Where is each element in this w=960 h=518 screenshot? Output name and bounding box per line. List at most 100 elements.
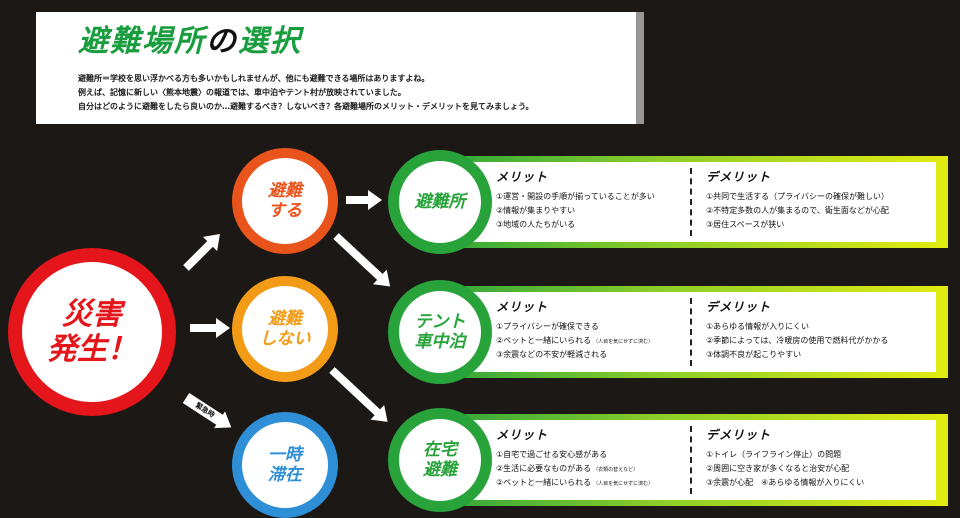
item-text: ②情報が集まりやすい xyxy=(496,206,576,215)
label-line: 発生！ xyxy=(47,332,137,367)
demerit-list: ①トイレ（ライフライン停止）の問題 ②周囲に空き家が多くなると治安が心配 ③余震… xyxy=(706,448,926,490)
label-line: 避難所 xyxy=(414,191,466,212)
demerit-list: ①共同で生活する（プライバシーの確保が難しい） ②不特定多数の人が集まるので、衛… xyxy=(706,190,926,232)
item-text: ③居住スペースが狭い xyxy=(706,220,785,229)
label-line: 避難 xyxy=(268,180,302,201)
list-item: ③体調不良が起こりやすい xyxy=(706,348,926,362)
label-line: 災害 xyxy=(62,296,122,332)
option-row-home: メリット ①自宅で過ごせる安心感がある ②生活に必要なものがある（衣類の替えなど… xyxy=(388,408,948,512)
merit-heading: メリット xyxy=(496,170,549,184)
node-no-evacuate-label: 避難 しない xyxy=(260,309,311,349)
label-line: 滞在 xyxy=(268,465,302,485)
item-note: （衣類の替えなど） xyxy=(593,467,639,473)
list-item: ②生活に必要なものがある（衣類の替えなど） xyxy=(496,462,676,476)
node-temporary-label: 一時 滞在 xyxy=(268,445,302,485)
list-item: ③余震などの不安が軽減される xyxy=(496,348,676,362)
label-line: テント xyxy=(414,311,466,332)
merit-column: メリット ①運営・開設の手順が揃っていることが多い ②情報が集まりやすい ③地域… xyxy=(496,168,676,232)
option-card: メリット ①プライバシーが確保できる ②ペットと一緒にいられる（人目を気にせずに… xyxy=(454,292,936,372)
page-title: 避難場所の選択 xyxy=(78,16,302,60)
title-particle: の xyxy=(206,24,238,59)
list-item: ①自宅で過ごせる安心感がある xyxy=(496,448,676,462)
list-item: ②季節によっては、冷暖房の使用で燃料代がかかる xyxy=(706,334,926,348)
arrow-to-home-icon xyxy=(329,367,395,430)
node-no-evacuate: 避難 しない xyxy=(232,276,338,382)
column-divider xyxy=(690,426,692,494)
label-line: 車中泊 xyxy=(414,332,466,352)
list-item: ②情報が集まりやすい xyxy=(496,204,676,218)
column-divider xyxy=(690,168,692,236)
option-row-tent-car: メリット ①プライバシーが確保できる ②ペットと一緒にいられる（人目を気にせずに… xyxy=(388,280,948,384)
list-item: ②不特定多数の人が集まるので、衛生面などが心配 xyxy=(706,204,926,218)
header-panel xyxy=(36,12,636,124)
option-label: 在宅 避難 xyxy=(423,440,457,481)
item-text: ①自宅で過ごせる安心感がある xyxy=(496,450,608,459)
option-card: メリット ①運営・開設の手順が揃っていることが多い ②情報が集まりやすい ③地域… xyxy=(454,162,936,242)
label-line: 避難 xyxy=(268,308,302,329)
option-label: テント 車中泊 xyxy=(415,312,466,353)
option-card: メリット ①自宅で過ごせる安心感がある ②生活に必要なものがある（衣類の替えなど… xyxy=(454,420,936,500)
merit-list: ①運営・開設の手順が揃っていることが多い ②情報が集まりやすい ③地域の人たちが… xyxy=(496,190,676,232)
item-text: ②生活に必要なものがある xyxy=(496,464,592,473)
header-panel-edge xyxy=(636,12,644,124)
item-text: ①あらゆる情報が入りにくい xyxy=(706,322,810,331)
item-text: ③体調不良が起こりやすい xyxy=(706,350,802,359)
demerit-column: デメリット ①あらゆる情報が入りにくい ②季節によっては、冷暖房の使用で燃料代が… xyxy=(706,298,926,362)
option-circle-shelter: 避難所 xyxy=(388,150,492,254)
item-text: ②ペットと一緒にいられる xyxy=(496,478,592,487)
merit-heading: メリット xyxy=(496,300,549,314)
demerit-heading: デメリット xyxy=(706,170,772,184)
node-evacuate: 避難 する xyxy=(232,148,338,254)
arrow-to-tent-car-icon xyxy=(333,233,397,294)
item-note: （人目を気にせずに済む） xyxy=(593,481,654,487)
option-circle-home: 在宅 避難 xyxy=(388,408,492,512)
list-item: ③地域の人たちがいる xyxy=(496,218,676,232)
option-circle-tent-car: テント 車中泊 xyxy=(388,280,492,384)
item-text: ③地域の人たちがいる xyxy=(496,220,576,229)
demerit-heading: デメリット xyxy=(706,300,772,314)
intro-text: 避難所＝学校を思い浮かべる方も多いかもしれませんが、他にも避難できる場所はありま… xyxy=(78,72,534,114)
list-item: ①プライバシーが確保できる xyxy=(496,320,676,334)
merit-heading: メリット xyxy=(496,428,549,442)
list-item: ②周囲に空き家が多くなると治安が心配 xyxy=(706,462,926,476)
list-item: ②ペットと一緒にいられる（人目を気にせずに済む） xyxy=(496,334,676,348)
demerit-list: ①あらゆる情報が入りにくい ②季節によっては、冷暖房の使用で燃料代がかかる ③体… xyxy=(706,320,926,362)
title-main: 避難場所 xyxy=(78,24,206,59)
demerit-column: デメリット ①トイレ（ライフライン停止）の問題 ②周囲に空き家が多くなると治安が… xyxy=(706,426,926,490)
item-text: ①トイレ（ライフライン停止）の問題 xyxy=(706,450,842,459)
item-text: ②周囲に空き家が多くなると治安が心配 xyxy=(706,464,850,473)
label-line: 避難 xyxy=(423,460,457,480)
label-line: 一時 xyxy=(268,444,302,465)
merit-column: メリット ①自宅で過ごせる安心感がある ②生活に必要なものがある（衣類の替えなど… xyxy=(496,426,676,490)
demerit-heading: デメリット xyxy=(706,428,772,442)
list-item: ②ペットと一緒にいられる（人目を気にせずに済む） xyxy=(496,476,676,490)
arrow-to-evacuate-icon xyxy=(183,226,228,271)
node-disaster-label: 災害 発生！ xyxy=(47,297,137,368)
column-divider xyxy=(690,298,692,366)
list-item: ①共同で生活する（プライバシーの確保が難しい） xyxy=(706,190,926,204)
item-text: ①プライバシーが確保できる xyxy=(496,322,599,331)
demerit-column: デメリット ①共同で生活する（プライバシーの確保が難しい） ②不特定多数の人が集… xyxy=(706,168,926,232)
node-temporary-stay: 一時 滞在 xyxy=(232,412,338,518)
node-evacuate-label: 避難 する xyxy=(268,181,302,221)
item-text: ②不特定多数の人が集まるので、衛生面などが心配 xyxy=(706,206,889,215)
item-text: ②ペットと一緒にいられる xyxy=(496,336,592,345)
merit-column: メリット ①プライバシーが確保できる ②ペットと一緒にいられる（人目を気にせずに… xyxy=(496,298,676,362)
item-text: ①運営・開設の手順が揃っていることが多い xyxy=(496,192,655,201)
list-item: ③居住スペースが狭い xyxy=(706,218,926,232)
label-line: する xyxy=(268,201,302,221)
label-line: しない xyxy=(259,329,311,349)
merit-list: ①自宅で過ごせる安心感がある ②生活に必要なものがある（衣類の替えなど） ②ペッ… xyxy=(496,448,676,490)
intro-line: 避難所＝学校を思い浮かべる方も多いかもしれませんが、他にも避難できる場所はありま… xyxy=(78,74,430,83)
option-label: 避難所 xyxy=(415,192,466,212)
item-text: ②季節によっては、冷暖房の使用で燃料代がかかる xyxy=(706,336,889,345)
merit-list: ①プライバシーが確保できる ②ペットと一緒にいられる（人目を気にせずに済む） ③… xyxy=(496,320,676,362)
list-item: ①トイレ（ライフライン停止）の問題 xyxy=(706,448,926,462)
arrow-to-temporary-icon: 緊急時 xyxy=(182,392,237,436)
title-end: 選択 xyxy=(238,24,302,59)
item-text: ③余震が心配 ④あらゆる情報が入りにくい xyxy=(706,478,865,487)
option-row-shelter: メリット ①運営・開設の手順が揃っていることが多い ②情報が集まりやすい ③地域… xyxy=(388,150,948,254)
list-item: ①あらゆる情報が入りにくい xyxy=(706,320,926,334)
label-line: 在宅 xyxy=(423,439,457,460)
